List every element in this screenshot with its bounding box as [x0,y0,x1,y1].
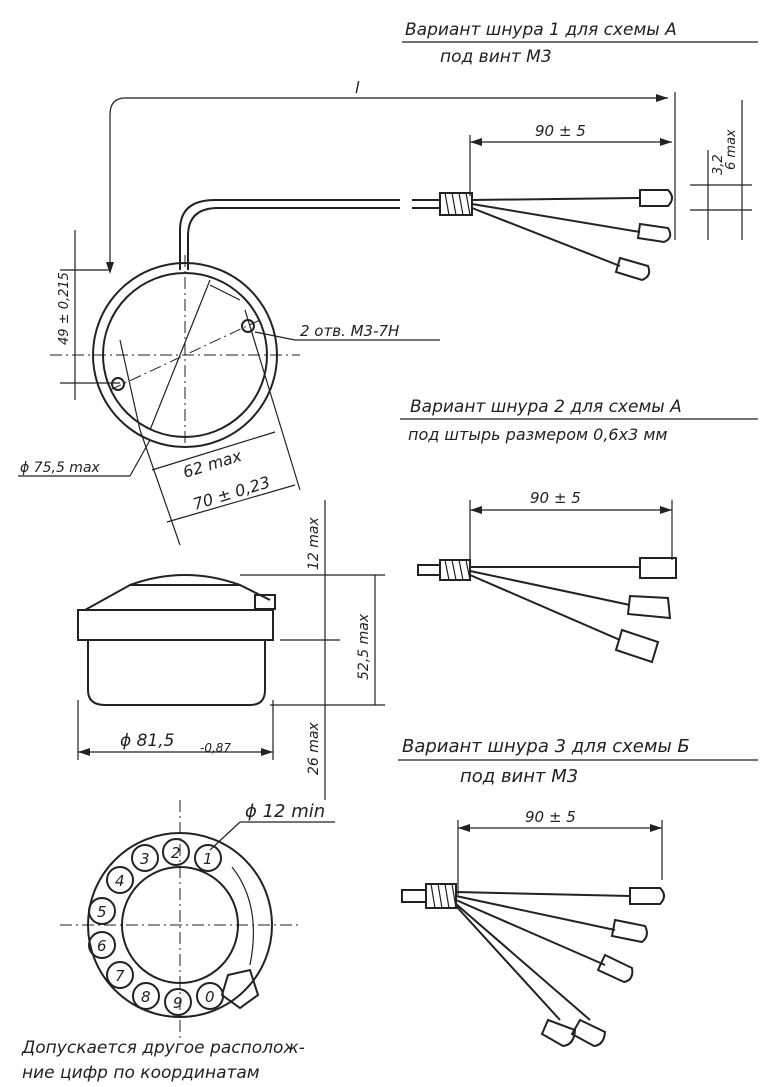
digit-8: 8 [141,988,151,1006]
side-view-top-height: 12 max [306,517,322,570]
top-view-holes: 2 отв. М3-7Н [300,322,399,340]
side-view-diameter: ϕ 81,5 [120,731,174,751]
side-view [77,574,276,706]
digit-7: 7 [115,967,125,985]
finger-hole-1: 1 [194,844,222,872]
variant3-cord [401,883,665,1048]
variant1-dim-length: 90 ± 5 [535,122,586,140]
top-view-holes-label: 2 отв. М3-7Н [254,322,440,341]
finger-hole-3: 3 [131,844,159,872]
variant2-title-line2: под штырь размером 0,6х3 мм [408,425,667,444]
top-view-diameter: ϕ 75,5 max [20,460,101,476]
finger-hole-5: 5 [88,897,116,925]
variant1-dim-a: 3,2 [711,154,726,175]
finger-hole-2: 2 [162,838,190,866]
dial-hole-diameter-label: ϕ 12 min [209,801,335,851]
variant1-dim-b: 6 max [724,129,739,170]
finger-hole-0: 0 [196,982,224,1010]
cord-length-dimension: l [106,78,676,274]
dial-hole-diameter: ϕ 12 min [245,801,325,822]
finger-hole-9: 9 [164,988,192,1016]
side-view-height-dimensions: 12 max 52,5 max 26 max [240,500,385,800]
variant1-header: Вариант шнура 1 для схемы А под винт М3 [402,20,758,67]
variant1-title-line1: Вариант шнура 1 для схемы А [405,20,677,40]
finger-hole-6: 6 [88,931,116,959]
digit-1: 1 [203,850,213,868]
digit-9: 9 [173,994,183,1012]
variant1-lug-dimensions: 3,2 6 max [690,100,752,240]
variant1-cord [179,189,673,282]
finger-hole-8: 8 [132,982,160,1010]
top-view-width-dimensions: 62 max 70 ± 0,23 [181,446,273,514]
side-view-diameter-dimension: ϕ 81,5 -0,87 [77,700,274,760]
variant1-length-dimension: 90 ± 5 [469,122,672,196]
side-view-total-height: 52,5 max [356,613,372,680]
digit-6: 6 [97,937,107,955]
top-view [50,255,301,546]
note-line2: ние цифр по координатам [22,1063,260,1083]
digit-4: 4 [115,872,125,890]
top-view-height-dimension: 49 ± 0,215 [57,230,120,400]
variant3-title-line2: под винт М3 [460,766,578,787]
digit-2: 2 [171,844,181,862]
top-view-width-outer: 70 ± 0,23 [191,472,273,513]
variant2-length-dimension: 90 ± 5 [469,489,673,570]
variant2-dim-length: 90 ± 5 [530,489,581,507]
dial-digits: 1 2 3 4 5 6 7 8 9 0 [88,838,224,1016]
variant2-header: Вариант шнура 2 для схемы А под штырь ра… [400,397,758,444]
top-view-diameter-label: ϕ 75,5 max [18,439,151,477]
side-view-bottom-height: 26 max [306,722,322,775]
footnote: Допускается другое располож- ние цифр по… [21,1038,305,1083]
variant3-header: Вариант шнура 3 для схемы Б под винт М3 [398,736,758,787]
top-view-dim-height: 49 ± 0,215 [57,272,72,345]
finger-hole-4: 4 [106,866,134,894]
digit-5: 5 [97,903,107,921]
variant2-title-line1: Вариант шнура 2 для схемы А [410,397,682,417]
variant3-title-line1: Вариант шнура 3 для схемы Б [402,736,690,757]
variant1-title-line2: под винт М3 [440,47,552,67]
side-view-diameter-tol: -0,87 [200,741,231,755]
length-label: l [355,78,360,97]
variant2-cord [417,557,677,664]
variant3-length-dimension: 90 ± 5 [457,808,663,895]
finger-hole-7: 7 [106,961,134,989]
digit-0: 0 [205,988,215,1006]
digit-3: 3 [140,850,150,868]
variant3-dim-length: 90 ± 5 [525,808,576,826]
note-line1: Допускается другое располож- [21,1038,305,1058]
